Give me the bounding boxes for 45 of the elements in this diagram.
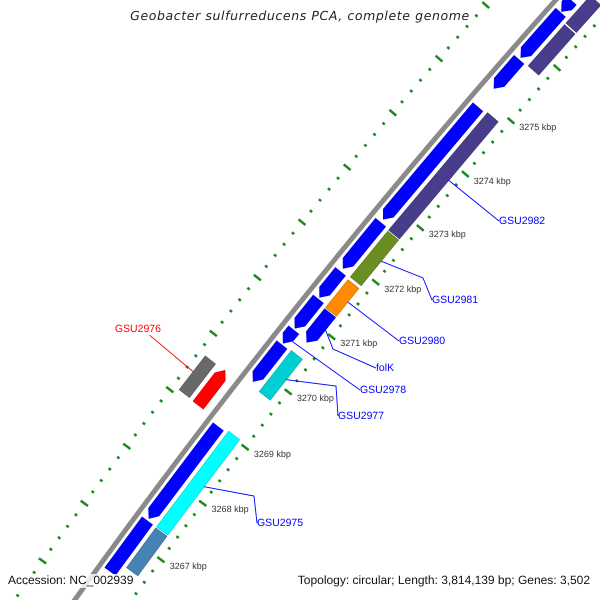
tick-label: 3271 kbp	[340, 338, 378, 348]
tick-label: 3269 kbp	[254, 448, 291, 459]
gene-feature	[192, 370, 226, 410]
tick-label: 3268 kbp	[212, 504, 249, 515]
gene-label: GSU2976	[114, 323, 161, 336]
leader-line	[292, 341, 360, 390]
tick-label: 3274 kbp	[474, 176, 511, 186]
gene-feature	[528, 24, 576, 76]
gene-feature	[252, 340, 288, 382]
leader-line	[448, 180, 500, 222]
gene-feature	[566, 0, 600, 33]
tick-label: 3267 kbp	[170, 560, 207, 572]
leader-line	[149, 334, 194, 372]
leader-line	[380, 260, 432, 300]
leader-line	[325, 330, 376, 368]
gene-label: GSU2975	[257, 517, 304, 530]
gene-label: GSU2981	[432, 294, 478, 306]
leader-line	[286, 379, 338, 416]
gene-feature	[325, 279, 360, 317]
gene-feature	[126, 527, 168, 576]
genome-stats-text: Topology: circular; Length: 3,814,139 bp; Genes: 3,502	[296, 574, 592, 588]
gene-feature	[282, 325, 300, 344]
gene-feature	[178, 356, 216, 398]
gene-feature	[561, 0, 577, 12]
gene-label: GSU2980	[399, 335, 446, 348]
tick-label: 3273 kbp	[428, 229, 466, 240]
tick-label: 3272 kbp	[384, 284, 422, 294]
map-title: Geobacter sulfurreducens PCA, complete genome	[130, 9, 470, 24]
leader-line	[204, 486, 258, 524]
gene-feature	[319, 267, 346, 298]
leader-line	[347, 302, 400, 342]
accession-text: Accession: NC_002939	[6, 574, 136, 588]
gene-feature	[294, 294, 324, 329]
tick-label: 3270 kbp	[296, 393, 334, 404]
gene-label: GSU2978	[360, 384, 406, 396]
gene-label: folK	[376, 362, 394, 374]
gene-feature	[494, 54, 524, 89]
gene-feature	[306, 308, 336, 343]
tick-label: 3275 kbp	[519, 122, 556, 133]
gene-label: GSU2977	[338, 410, 384, 422]
gene-feature	[342, 218, 386, 269]
gene-feature	[104, 516, 153, 576]
gene-label: GSU2982	[499, 215, 546, 228]
gene-feature	[520, 8, 566, 58]
gene-feature	[350, 230, 399, 286]
